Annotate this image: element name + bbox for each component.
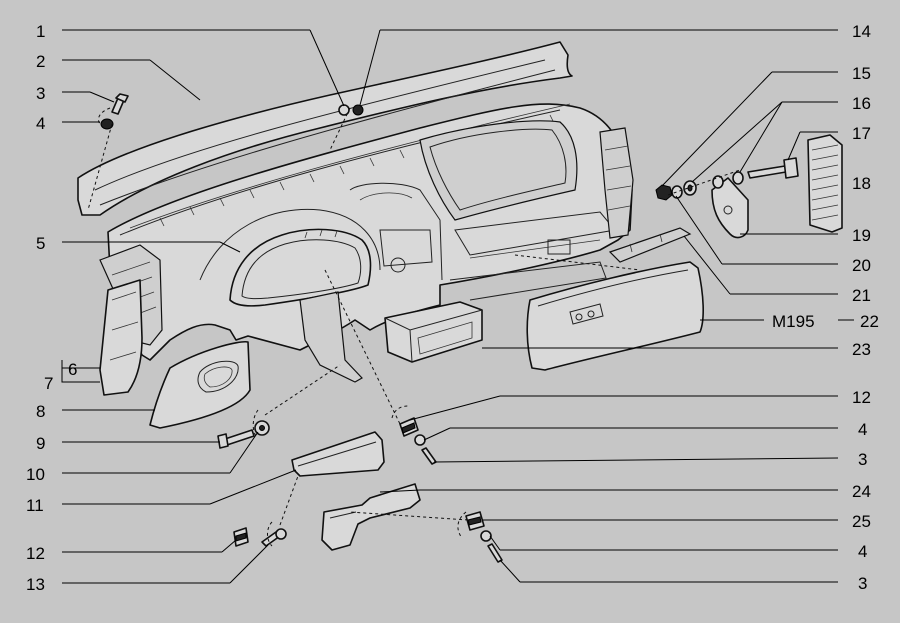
- callout-3-right-b: 3: [858, 574, 867, 593]
- lower-bracket: [321, 483, 421, 551]
- left-side-panel: [99, 279, 143, 396]
- callout-15: 15: [852, 64, 871, 83]
- callout-20: 20: [852, 256, 871, 275]
- callout-22-prefix: M195: [772, 312, 815, 331]
- nut-icon: [480, 530, 492, 542]
- clip-icon: [465, 511, 485, 531]
- screw-icon: [261, 528, 287, 547]
- callout-labels: 1 2 3 4 5 6 7 8 9 10 11 12 13 14 15 16 1…: [26, 22, 879, 594]
- knee-panel: [149, 340, 251, 429]
- instrument-cluster: [229, 228, 372, 307]
- lower-trim-strip: [291, 431, 385, 477]
- screw-icon: [217, 420, 270, 449]
- callout-4: 4: [36, 114, 45, 133]
- nut-icon: [414, 434, 426, 446]
- screw-icon: [100, 93, 129, 130]
- callout-21: 21: [852, 286, 871, 305]
- callout-19: 19: [852, 226, 871, 245]
- glovebox-lid: [526, 261, 704, 371]
- callout-9: 9: [36, 434, 45, 453]
- callout-7: 7: [44, 374, 53, 393]
- clip-icon: [233, 527, 249, 547]
- screw-icon: [421, 447, 437, 465]
- storage-tray: [384, 301, 483, 363]
- callout-10: 10: [26, 465, 45, 484]
- glovebox-bracket: [608, 227, 692, 263]
- callout-25: 25: [852, 512, 871, 531]
- clip-icon: [399, 417, 419, 437]
- callout-22: 22: [860, 312, 879, 331]
- callout-12-right: 12: [852, 388, 871, 407]
- callout-18: 18: [852, 174, 871, 193]
- callout-13: 13: [26, 575, 45, 594]
- callout-6: 6: [68, 360, 77, 379]
- side-plate: [711, 177, 749, 239]
- callout-8: 8: [36, 402, 45, 421]
- callout-17: 17: [852, 124, 871, 143]
- callout-23: 23: [852, 340, 871, 359]
- callout-16: 16: [852, 94, 871, 113]
- dash-top-cover: [77, 41, 573, 216]
- nut-icon: [655, 184, 673, 201]
- callout-11: 11: [26, 496, 44, 515]
- assembly-lines: [87, 107, 741, 547]
- vent-grille: [807, 134, 843, 233]
- callout-3: 3: [36, 84, 45, 103]
- callout-12: 12: [26, 544, 45, 563]
- callout-4-right-b: 4: [858, 542, 867, 561]
- callout-3-right-a: 3: [858, 450, 867, 469]
- callout-1: 1: [36, 22, 45, 41]
- callout-2: 2: [36, 52, 45, 71]
- screw-icon: [487, 543, 503, 563]
- bolt-icon: [747, 157, 799, 179]
- callout-14: 14: [852, 22, 871, 41]
- callout-24: 24: [852, 482, 871, 501]
- callout-5: 5: [36, 234, 45, 253]
- callout-4-right-a: 4: [858, 420, 867, 439]
- leader-lines: [61, 29, 854, 584]
